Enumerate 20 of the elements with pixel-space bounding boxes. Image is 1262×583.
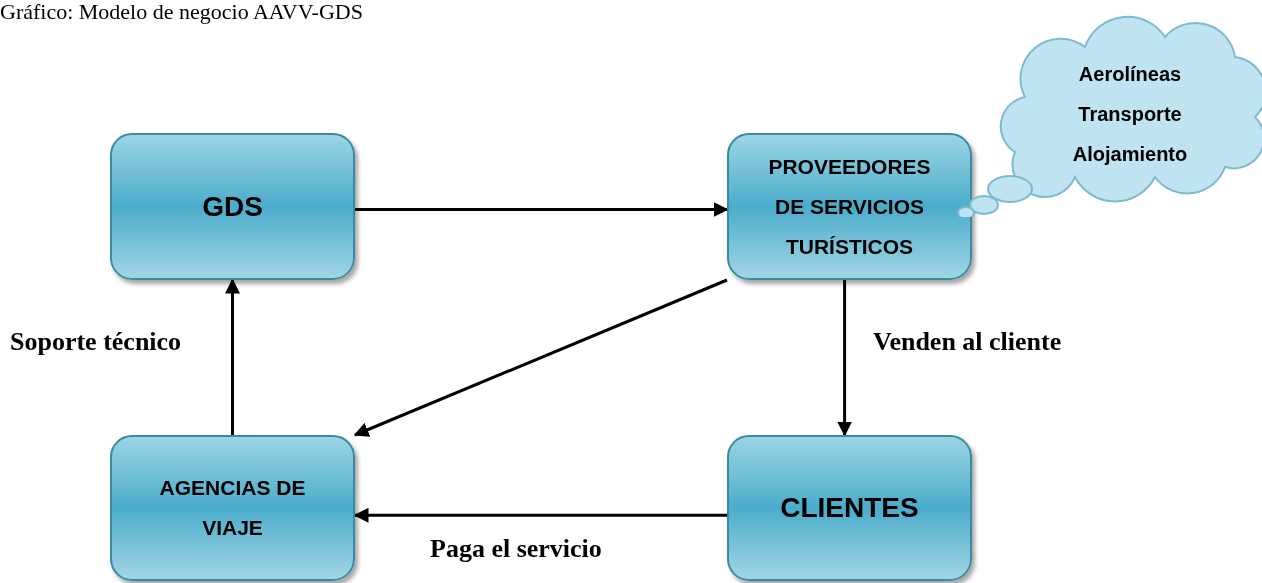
arrow xyxy=(225,278,240,435)
arrow xyxy=(353,278,728,437)
edge-label: Soporte técnico xyxy=(10,326,182,358)
cloud-text: Transporte xyxy=(1078,102,1182,127)
process-box xyxy=(727,435,972,581)
cloud-text: Alojamiento xyxy=(1072,142,1188,167)
process-box xyxy=(110,133,355,280)
box-label: GDS xyxy=(202,189,263,224)
arrow xyxy=(353,507,727,523)
cloud-text: Aerolíneas xyxy=(1078,62,1182,87)
edge-label: Paga el servicio xyxy=(430,533,602,565)
box-label: CLIENTES xyxy=(780,491,919,525)
process-box xyxy=(110,435,355,581)
diagram-title: Gráfico: Modelo de negocio AAVV-GDS xyxy=(0,0,363,24)
box-label: PROVEEDORES DE SERVICIOS TURÍSTICOS xyxy=(767,153,932,260)
arrow xyxy=(837,280,853,437)
arrow xyxy=(355,201,729,217)
process-box xyxy=(727,133,972,280)
edge-label: Venden al cliente xyxy=(873,326,1062,358)
box-label: AGENCIAS DE VIAJE xyxy=(158,475,307,541)
